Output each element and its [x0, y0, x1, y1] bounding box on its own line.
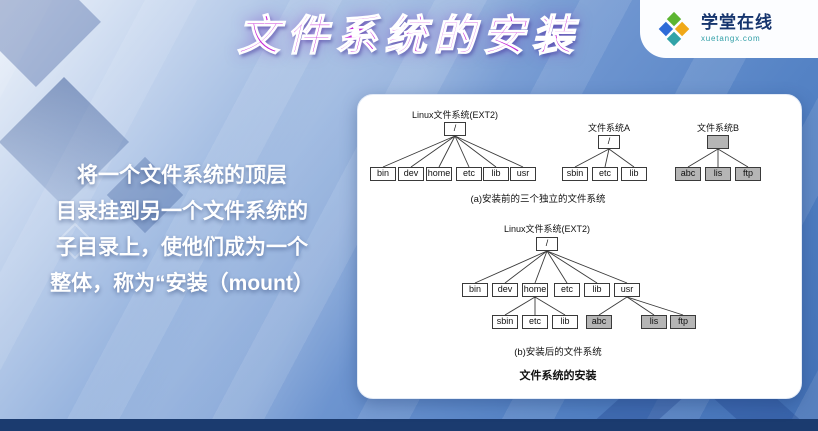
caption-before: (a)安装前的三个独立的文件系统 [470, 194, 606, 205]
tree-node-lib: lib [584, 283, 610, 297]
tree-node-usr: usr [510, 167, 536, 181]
tree-node-lib: lib [552, 315, 578, 329]
xuetangx-logo-icon [658, 11, 690, 47]
tree-title-fs-a: 文件系统A [587, 123, 630, 133]
logo-domain: xuetangx.com [701, 33, 761, 43]
tree-node-etc: etc [592, 167, 618, 181]
tree-node-etc: etc [522, 315, 548, 329]
logo-corner: 学堂在线 xuetangx.com [640, 0, 818, 58]
tree-node-lis: lis [705, 167, 731, 181]
tree-title-linux-before: Linux文件系统(EXT2) [411, 110, 499, 120]
tree-node-lib: lib [483, 167, 509, 181]
tree-node-sbin: sbin [562, 167, 588, 181]
tree-root-fs-a: / [598, 135, 620, 149]
tree-node-ftp: ftp [670, 315, 696, 329]
caption-after: (b)安装后的文件系统 [514, 347, 602, 358]
tree-root-linux-before: / [444, 122, 466, 136]
tree-node-dev: dev [492, 283, 518, 297]
intro-line: 目录挂到另一个文件系统的 [56, 200, 308, 223]
caption-main: 文件系统的安装 [519, 370, 597, 382]
tree-root-linux-after: / [536, 237, 558, 251]
tree-node-sbin: sbin [492, 315, 518, 329]
tree-node-bin: bin [370, 167, 396, 181]
intro-line: 整体，称为“安装（mount） [50, 272, 314, 295]
logo-text: 学堂在线 xuetangx.com [701, 14, 773, 43]
logo-brand: 学堂在线 [701, 13, 773, 33]
diagram-panel: Linux文件系统(EXT2) / bin dev home etc lib u… [357, 94, 802, 399]
tree-node-home: home [522, 283, 548, 297]
intro-text: 将一个文件系统的顶层 目录挂到另一个文件系统的 子目录上，使他们成为一个 整体，… [8, 158, 356, 302]
tree-node-dev: dev [398, 167, 424, 181]
tree-node-home: home [426, 167, 452, 181]
bottom-bar [0, 419, 818, 431]
tree-node-abc: abc [586, 315, 612, 329]
tree-node-bin: bin [462, 283, 488, 297]
tree-node-etc: etc [554, 283, 580, 297]
tree-node-etc: etc [456, 167, 482, 181]
tree-node-abc: abc [675, 167, 701, 181]
tree-node-lib: lib [621, 167, 647, 181]
tree-title-fs-b: 文件系统B [696, 123, 739, 133]
tree-edges [382, 135, 749, 316]
tree-title-linux-after: Linux文件系统(EXT2) [503, 224, 591, 234]
tree-node-usr: usr [614, 283, 640, 297]
intro-line: 子目录上，使他们成为一个 [56, 236, 308, 259]
tree-node-ftp: ftp [735, 167, 761, 181]
tree-root-fs-b [707, 135, 729, 149]
page-title: 文件系统的安装 [237, 11, 581, 59]
intro-line: 将一个文件系统的顶层 [77, 164, 287, 187]
tree-node-lis: lis [641, 315, 667, 329]
